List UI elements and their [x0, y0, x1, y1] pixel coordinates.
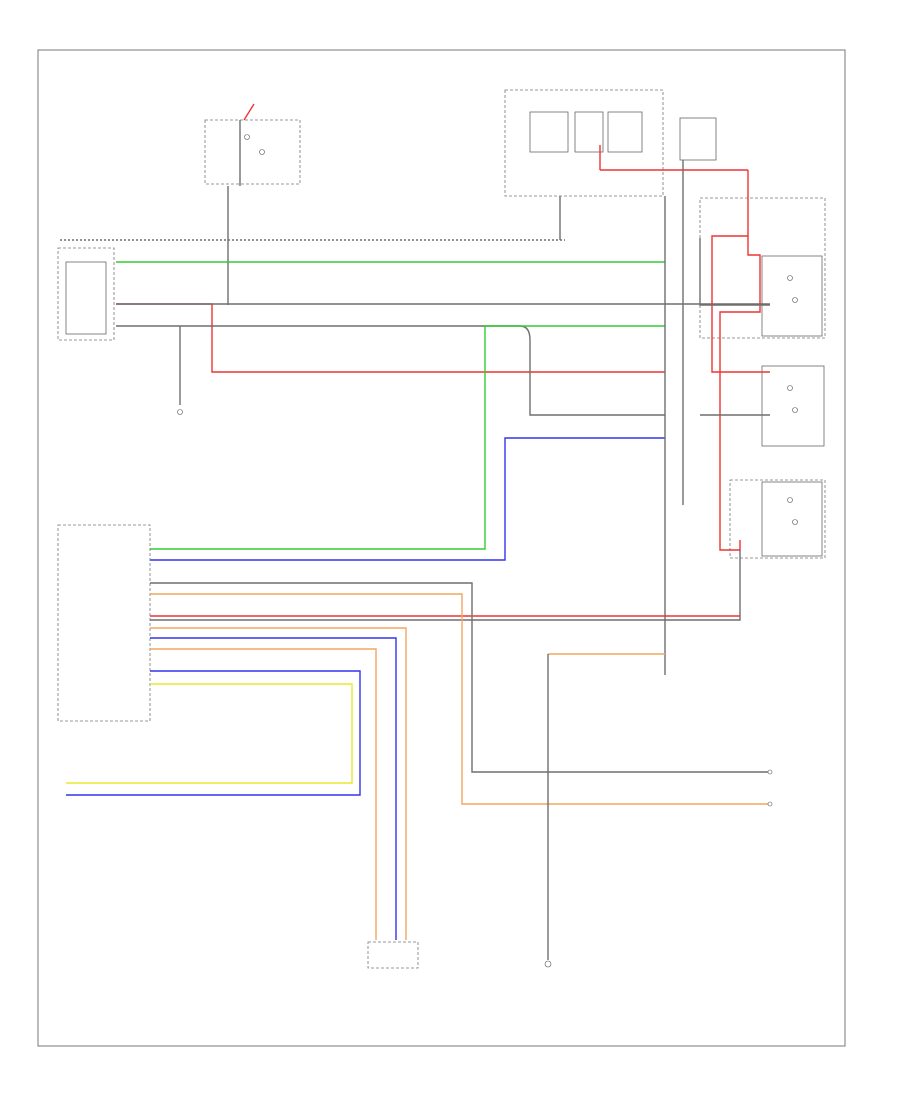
- wire-green-long: [150, 325, 665, 550]
- wire-yellow: [66, 683, 353, 784]
- ambient-sensor: [204, 103, 301, 186]
- wire-blue-long: [150, 437, 665, 561]
- wire-orange-1: [150, 627, 407, 940]
- upper-relay: [699, 197, 826, 339]
- wire-orange-upper: [150, 593, 770, 805]
- wire-orange-2: [150, 648, 377, 940]
- pressure-sensor: [367, 941, 419, 969]
- power-distribution-block: [504, 89, 749, 240]
- wire-red-module: [116, 303, 665, 373]
- compressor: [544, 960, 552, 968]
- wire-blue-2: [66, 670, 361, 796]
- left-control-module: [57, 247, 115, 341]
- lower-relay: [761, 365, 825, 447]
- wire-blue-1: [150, 637, 397, 940]
- right-sensor: [767, 769, 773, 807]
- fan-relay: [729, 479, 826, 559]
- connector-block: [57, 524, 151, 722]
- diagram-frame: [37, 49, 846, 1047]
